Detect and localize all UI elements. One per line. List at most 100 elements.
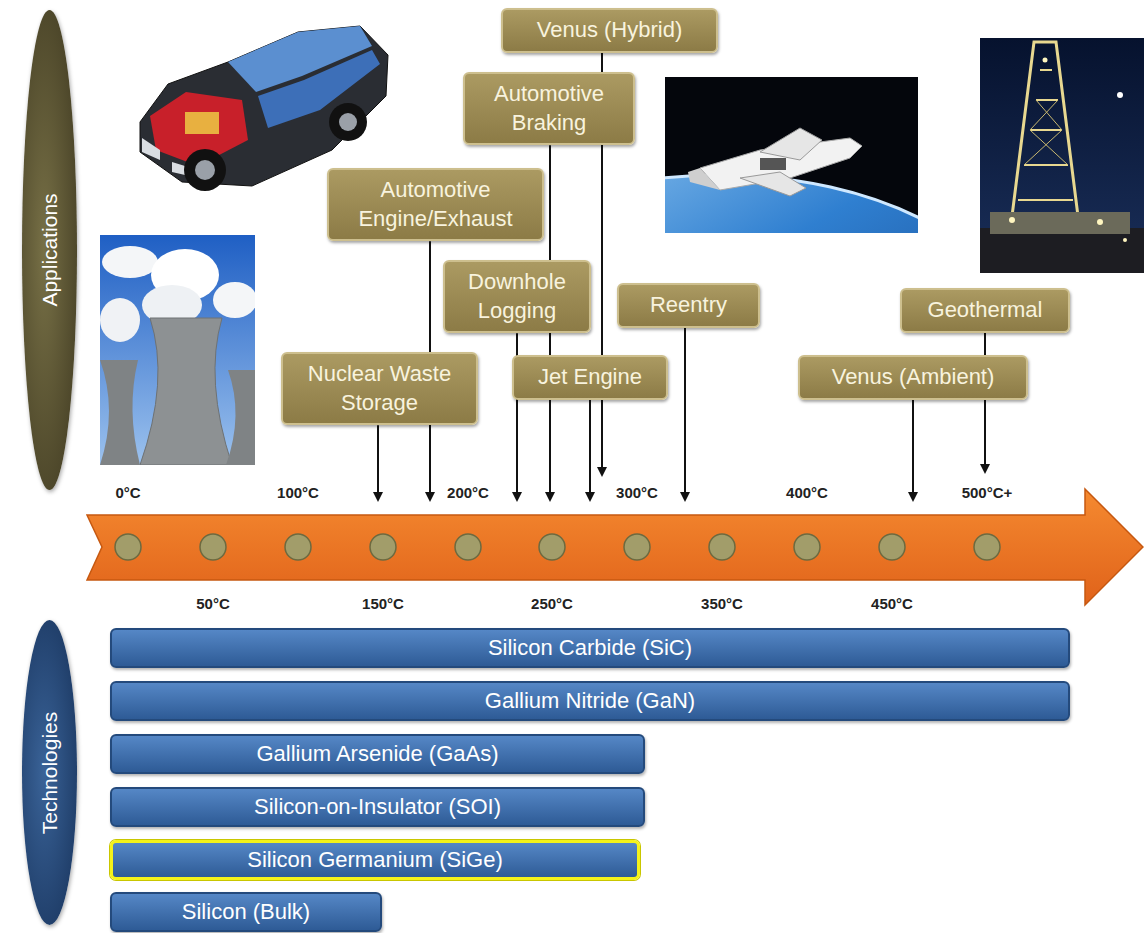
cooling-towers-picture (213, 282, 255, 318)
cooling-towers-picture (100, 298, 140, 342)
leader-arrow (912, 400, 914, 500)
temperature-label: 50°C (196, 595, 230, 612)
drilling-rig-picture (1040, 69, 1052, 71)
technology-bar: Silicon-on-Insulator (SOI) (110, 787, 645, 827)
temperature-axis (709, 534, 735, 560)
car-picture (329, 103, 367, 141)
drilling-rig-picture (1123, 238, 1127, 242)
technology-bar: Gallium Nitride (GaN) (110, 681, 1070, 721)
drilling-rig-picture (1036, 99, 1058, 101)
temperature-axis (200, 534, 226, 560)
temperature-label: 500°C+ (962, 484, 1013, 501)
cooling-towers-picture (226, 370, 255, 465)
node-label: Downhole Logging (453, 268, 581, 325)
node-label: Silicon (Bulk) (182, 899, 310, 925)
technology-bar: Silicon (Bulk) (110, 892, 382, 932)
drilling-rig-picture (1010, 42, 1080, 232)
temperature-axis (455, 534, 481, 560)
temperature-axis (115, 534, 141, 560)
cooling-towers-picture (100, 360, 140, 465)
temperature-axis (879, 534, 905, 560)
temperature-label: 0°C (115, 484, 140, 501)
temperature-label: 300°C (616, 484, 658, 501)
technology-bar: Silicon Carbide (SiC) (110, 628, 1070, 668)
application-box: Geothermal (900, 288, 1070, 333)
drilling-rig-picture (1043, 58, 1048, 63)
application-box: Automotive Braking (463, 72, 635, 145)
space-shuttle-picture (760, 158, 786, 170)
drilling-rig-picture (980, 38, 1144, 273)
node-label: Nuclear Waste Storage (291, 360, 468, 417)
temperature-label: 350°C (701, 595, 743, 612)
drilling-rig-picture (1030, 130, 1068, 165)
section-oval: Technologies (22, 620, 77, 925)
node-label: Reentry (627, 291, 750, 320)
cooling-towers-picture (140, 318, 232, 465)
application-box: Jet Engine (512, 355, 668, 400)
section-oval: Applications (22, 10, 77, 490)
drilling-rig-picture (990, 212, 1130, 234)
temperature-label: 450°C (871, 595, 913, 612)
node-label: Silicon-on-Insulator (SOI) (254, 794, 501, 820)
cooling-towers-picture (100, 235, 255, 465)
car-picture (140, 26, 388, 186)
drilling-rig-picture (980, 38, 1144, 273)
car-picture (339, 113, 357, 131)
cooling-towers-picture (102, 246, 158, 278)
temperature-label: 250°C (531, 595, 573, 612)
space-shuttle-picture (760, 128, 822, 160)
node-label: Gallium Nitride (GaN) (485, 688, 695, 714)
temperature-label: 400°C (786, 484, 828, 501)
technology-bar: Silicon Germanium (SiGe) (110, 840, 640, 880)
application-box: Reentry (617, 283, 760, 328)
drilling-rig-picture (1030, 100, 1058, 130)
drilling-rig-picture (1117, 92, 1123, 98)
car-picture (195, 160, 215, 180)
leader-arrow (589, 400, 591, 500)
space-shuttle-picture (665, 77, 918, 233)
node-label: Automotive Engine/Exhaust (337, 176, 534, 233)
temperature-axis (974, 534, 1000, 560)
node-label: Silicon Carbide (SiC) (488, 635, 692, 661)
section-title: Technologies (38, 711, 62, 834)
node-label: Geothermal (910, 296, 1060, 325)
drilling-rig-picture (1018, 199, 1073, 201)
temperature-axis (370, 534, 396, 560)
drilling-rig-picture (1024, 164, 1068, 166)
section-title: Applications (38, 193, 62, 306)
node-label: Gallium Arsenide (GaAs) (256, 741, 498, 767)
node-label: Silicon Germanium (SiGe) (247, 847, 503, 873)
node-label: Automotive Braking (473, 80, 625, 137)
temperature-axis (87, 489, 1143, 605)
drilling-rig-picture (1097, 219, 1103, 225)
leader-arrow (684, 328, 686, 500)
node-label: Venus (Ambient) (808, 363, 1018, 392)
temperature-axis (285, 534, 311, 560)
temperature-label: 100°C (277, 484, 319, 501)
car-picture (140, 26, 388, 191)
car-picture (142, 138, 160, 160)
temperature-axis (115, 534, 1000, 560)
application-box: Venus (Ambient) (798, 355, 1028, 400)
temperature-axis (624, 534, 650, 560)
node-label: Venus (Hybrid) (511, 16, 708, 45)
temperature-axis (539, 534, 565, 560)
application-box: Automotive Engine/Exhaust (327, 168, 544, 241)
car-picture (184, 149, 226, 191)
temperature-label: 150°C (362, 595, 404, 612)
temperature-label: 200°C (447, 484, 489, 501)
drilling-rig-picture (1036, 100, 1062, 130)
node-label: Jet Engine (522, 363, 658, 392)
application-box: Downhole Logging (443, 260, 591, 333)
technology-bar: Gallium Arsenide (GaAs) (110, 734, 645, 774)
leader-arrow (377, 425, 379, 500)
drilling-rig-picture (1030, 129, 1062, 131)
temperature-axis (794, 534, 820, 560)
cooling-towers-picture (100, 235, 255, 465)
drilling-rig-picture (1024, 130, 1062, 165)
temperature-axis (87, 489, 1143, 605)
application-box: Nuclear Waste Storage (281, 352, 478, 425)
car-picture (185, 112, 219, 134)
drilling-rig-picture (980, 228, 1144, 273)
